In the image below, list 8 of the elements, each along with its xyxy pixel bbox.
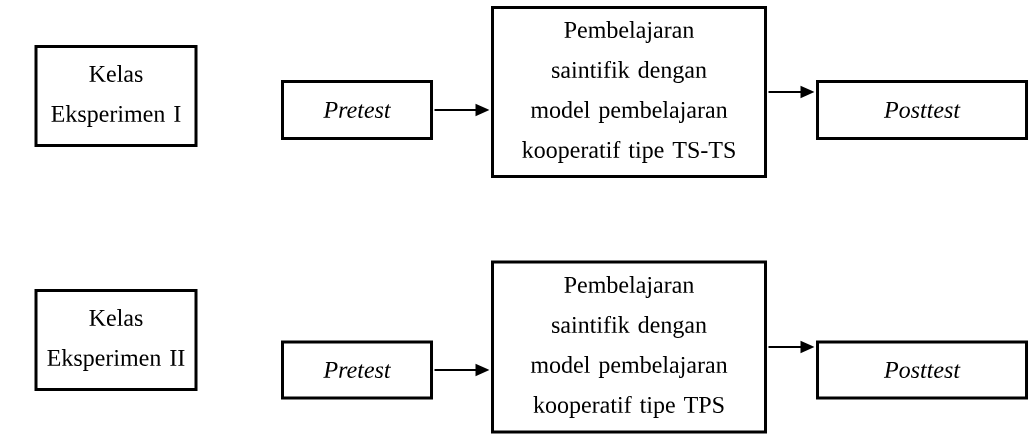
treatment-box: Pembelajaran saintifik dengan model pembelajaran kooperatif tipe TS-TS [491,6,767,178]
class-box: Kelas Eksperimen II [34,289,198,391]
class-box: Kelas Eksperimen I [34,45,198,147]
test-box: Posttest [816,340,1028,400]
test-box: Pretest [281,340,433,400]
test-box: Posttest [816,80,1028,140]
treatment-box: Pembelajaran saintifik dengan model pembelajaran kooperatif tipe TPS [491,260,767,434]
test-box: Pretest [281,80,433,140]
